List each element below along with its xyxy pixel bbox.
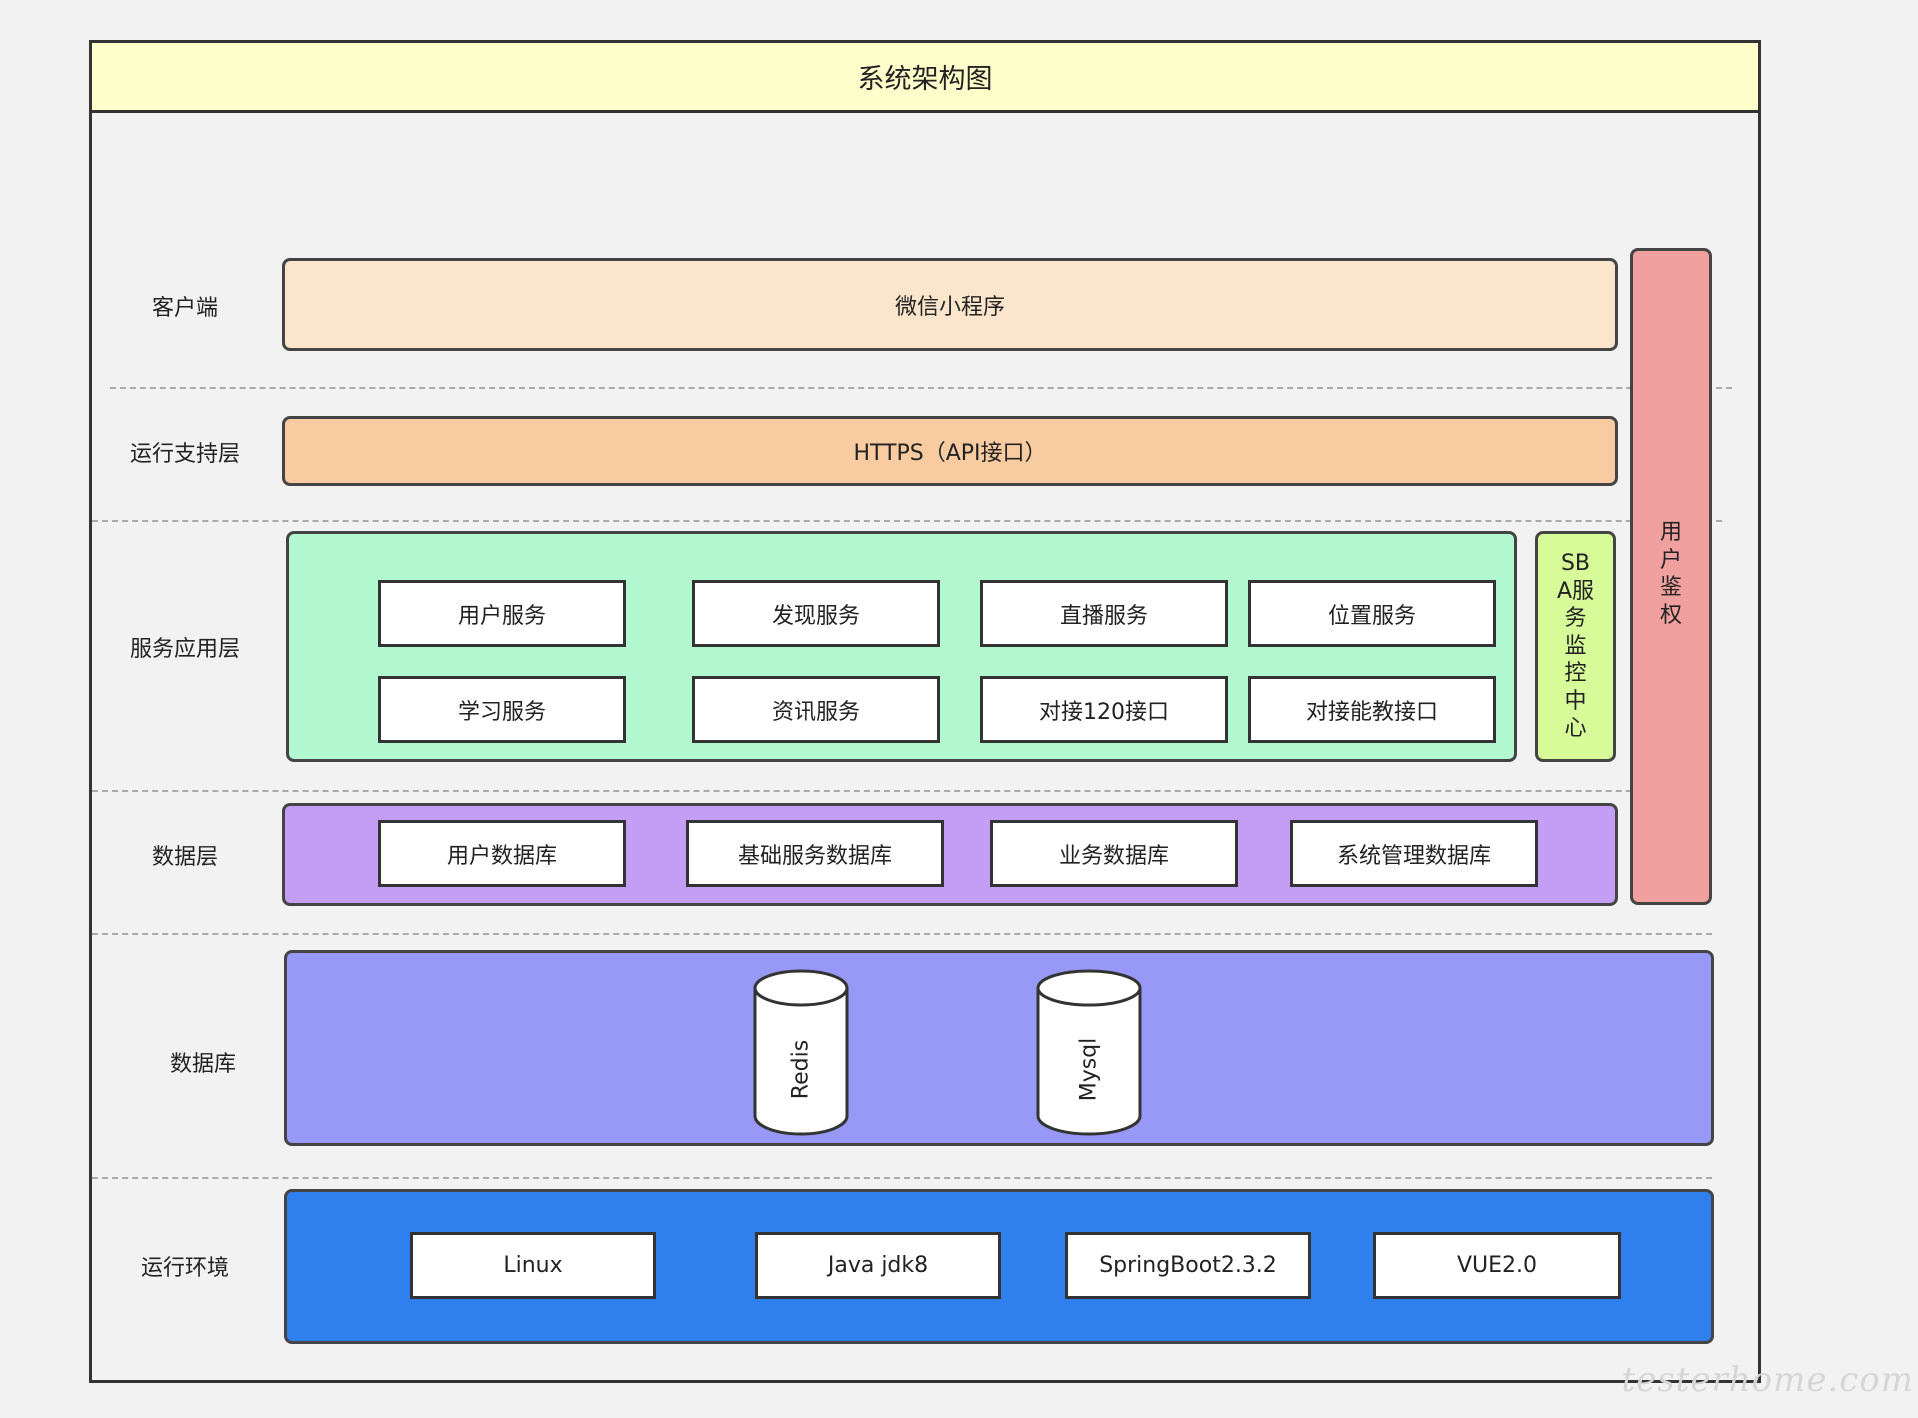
separator-service: [92, 790, 1712, 792]
env-item-java: Java jdk8: [755, 1232, 1001, 1299]
redis-label: Redis: [788, 1039, 814, 1100]
support-box-label: HTTPS（API接口）: [853, 441, 1047, 466]
client-box-label: 微信小程序: [894, 294, 1005, 320]
mysql-cylinder: [1036, 969, 1142, 1136]
env-item-springboot: SpringBoot2.3.2: [1065, 1232, 1311, 1299]
monitor-line: 监: [1564, 633, 1587, 659]
service-item-location: 位置服务: [1248, 580, 1496, 647]
monitor-line: 控: [1564, 661, 1587, 687]
separator-support: [92, 520, 1722, 522]
service-item-learning: 学习服务: [378, 676, 626, 743]
monitor-line: SB: [1560, 551, 1591, 577]
watermark: testerhome.com: [1621, 1360, 1914, 1400]
data-item-business-db: 业务数据库: [990, 820, 1238, 887]
monitor-line: 心: [1564, 716, 1587, 742]
redis-cylinder: [753, 969, 849, 1136]
data-item-user-db: 用户数据库: [378, 820, 626, 887]
separator-data: [92, 933, 1712, 935]
separator-client: [110, 387, 1732, 389]
layer-label-data: 数据层: [151, 845, 218, 870]
env-item-linux: Linux: [410, 1232, 656, 1299]
service-item-discover: 发现服务: [692, 580, 940, 647]
auth-line: 鉴: [1659, 575, 1682, 600]
data-item-sysadmin-db: 系统管理数据库: [1290, 820, 1538, 887]
layer-label-database: 数据库: [169, 1052, 236, 1077]
env-item-vue: VUE2.0: [1373, 1232, 1621, 1299]
service-item-120-interface: 对接120接口: [980, 676, 1228, 743]
auth-line: 权: [1659, 602, 1682, 628]
monitor-line: 务: [1564, 606, 1587, 632]
data-item-base-service-db: 基础服务数据库: [686, 820, 944, 887]
monitor-center-box: SB A服 务 监 控 中 心: [1535, 531, 1616, 762]
service-item-user: 用户服务: [378, 580, 626, 647]
auth-column-box: 用 户 鉴 权: [1630, 248, 1712, 905]
mysql-label: Mysql: [1076, 1037, 1102, 1102]
database-layer-box: [284, 950, 1714, 1146]
auth-line: 用: [1659, 520, 1682, 545]
auth-line: 户: [1659, 547, 1682, 573]
service-item-live: 直播服务: [980, 580, 1228, 647]
separator-database: [92, 1177, 1712, 1179]
support-box: HTTPS（API接口）: [282, 416, 1618, 486]
client-box: 微信小程序: [282, 258, 1618, 351]
diagram-title: 系统架构图: [89, 40, 1761, 113]
service-item-training-interface: 对接能教接口: [1248, 676, 1496, 743]
monitor-line: A服: [1556, 578, 1595, 604]
layer-label-service-app: 服务应用层: [129, 637, 240, 662]
layer-label-client: 客户端: [151, 296, 218, 321]
layer-label-runtime-support: 运行支持层: [129, 442, 240, 467]
monitor-line: 中: [1564, 688, 1587, 714]
layer-label-env: 运行环境: [140, 1256, 229, 1281]
service-item-news: 资讯服务: [692, 676, 940, 743]
